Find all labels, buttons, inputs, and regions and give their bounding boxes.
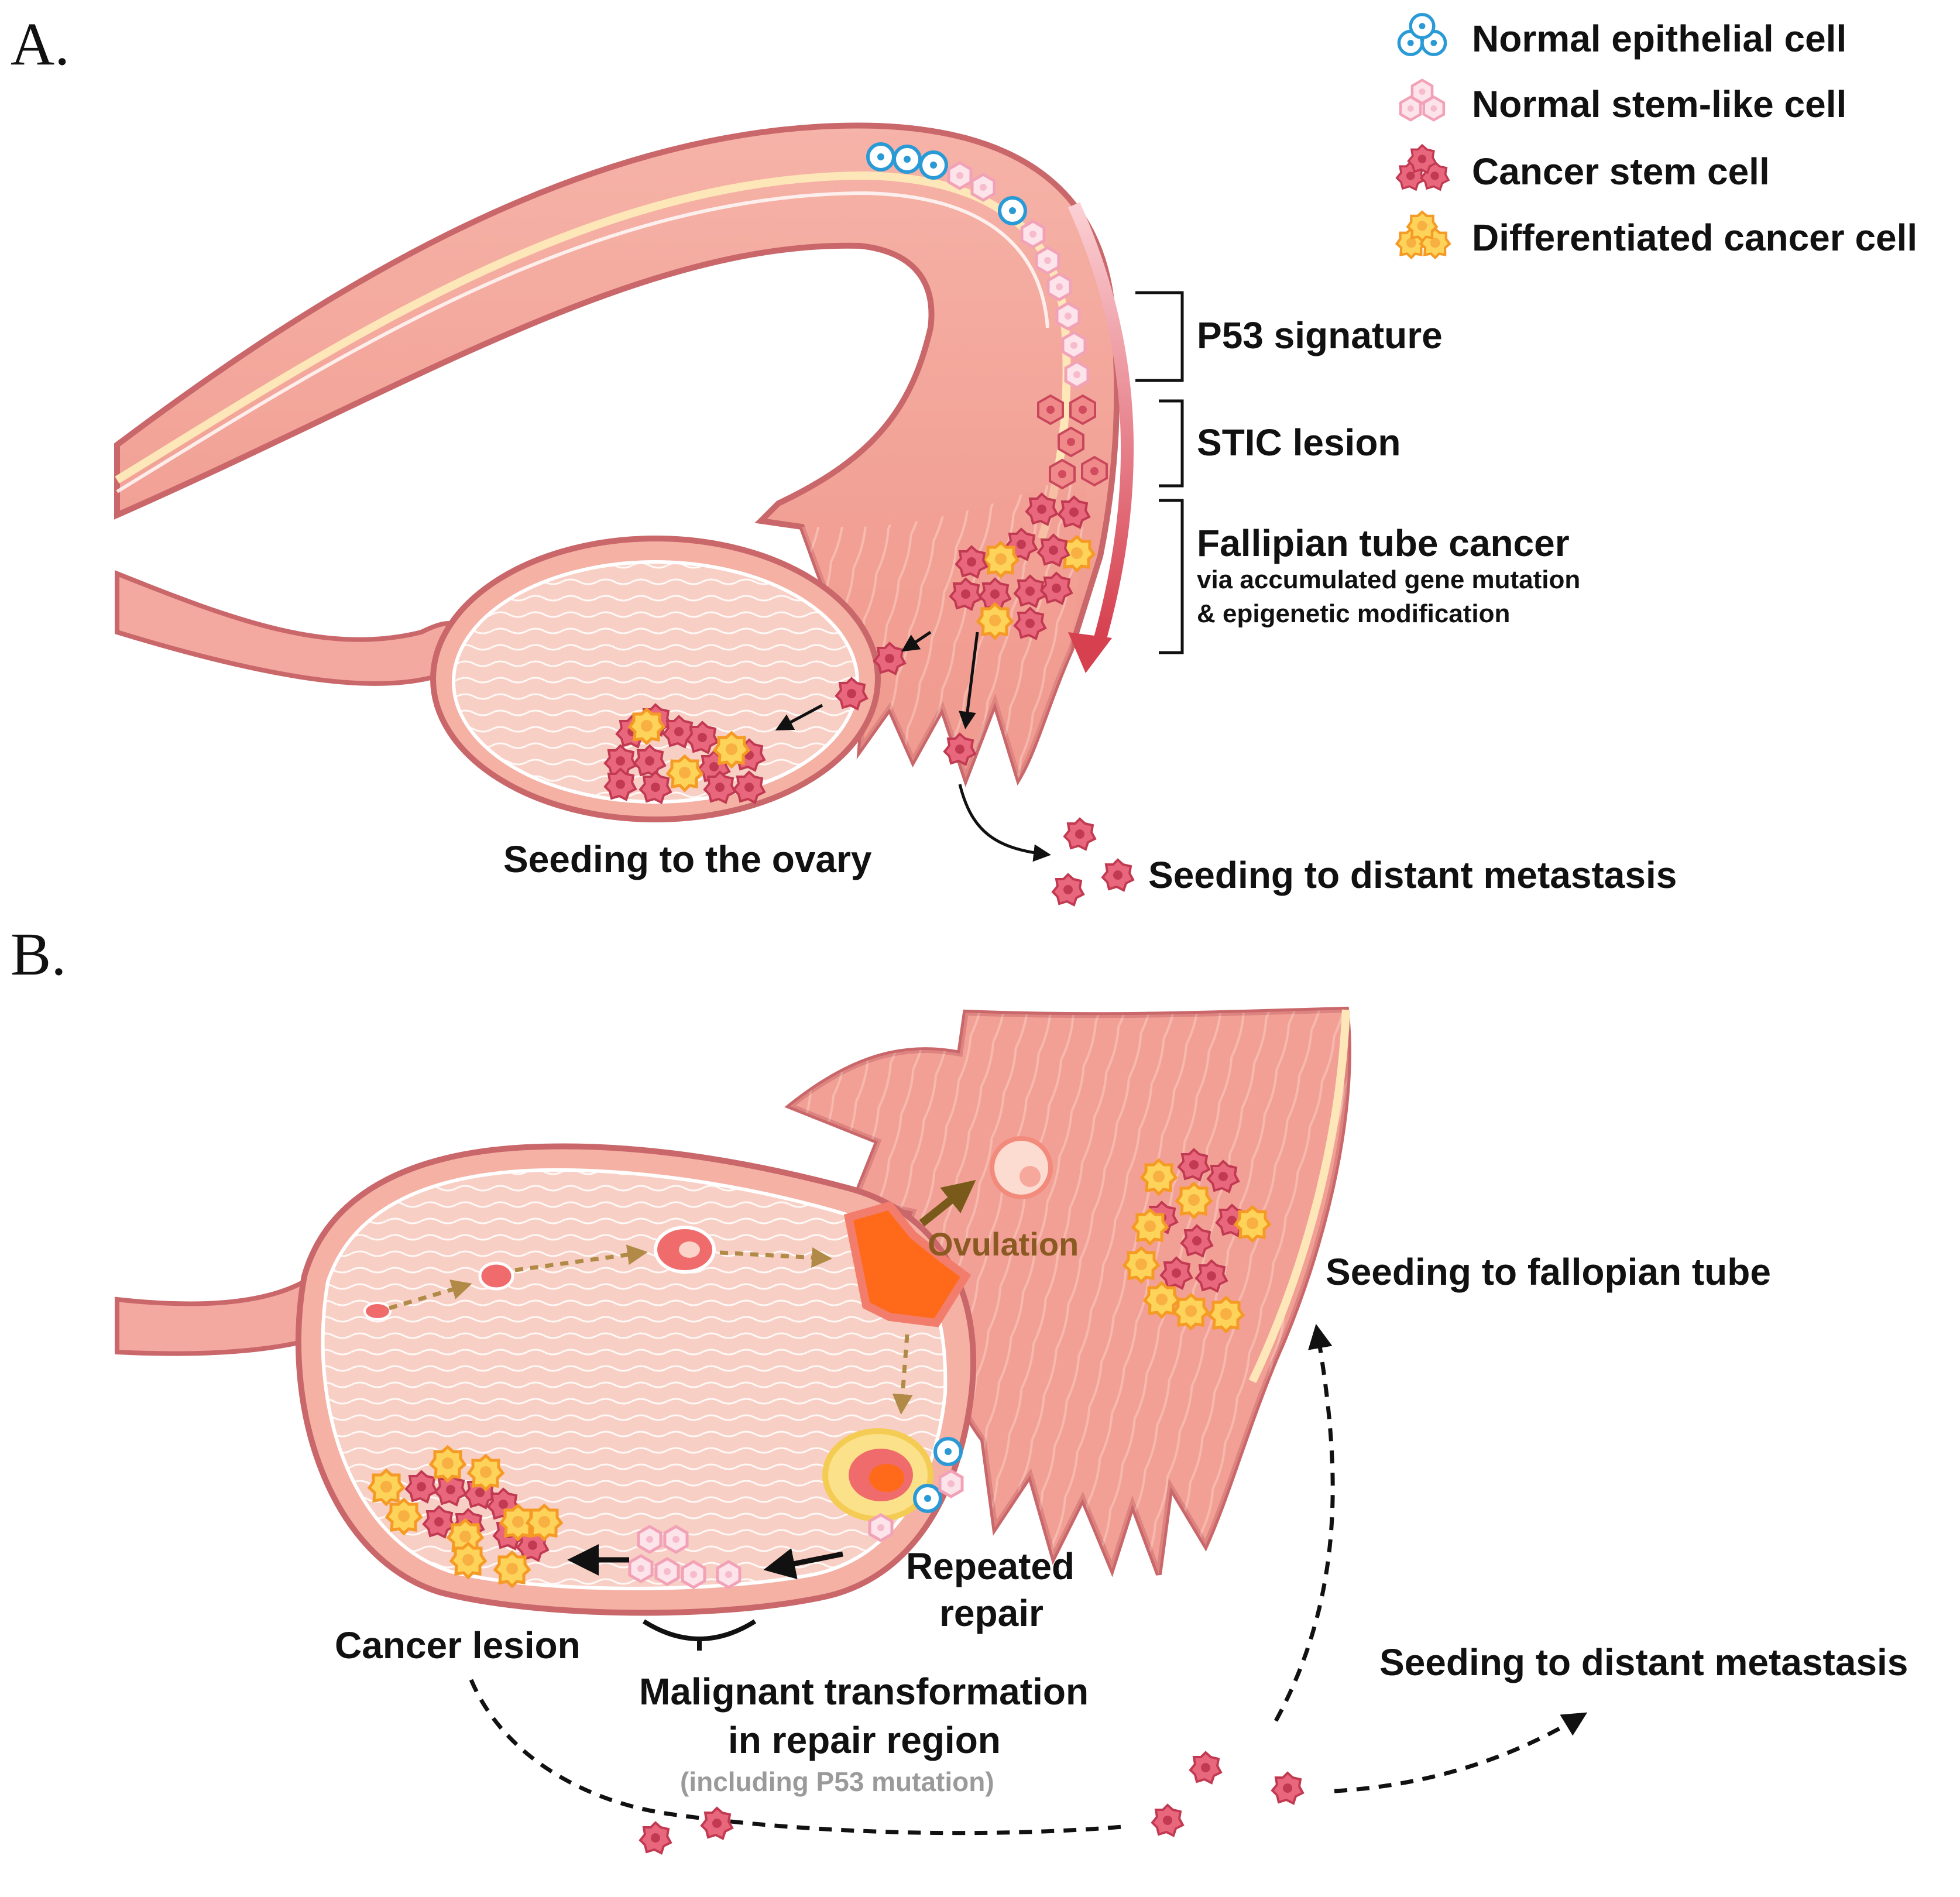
tube-inner-line [116, 191, 1049, 493]
label-stic-lesion: STIC lesion [1197, 421, 1401, 464]
panel-a-illustration [114, 122, 1184, 906]
label-fallopian-cancer: Fallipian tube cancer [1197, 522, 1570, 564]
ovarian-ligament-a [115, 570, 465, 686]
label-malignant-3: (including P53 mutation) [680, 1766, 994, 1797]
label-malignant-2: in repair region [728, 1719, 1001, 1761]
follicle-sequence [363, 1136, 1053, 1415]
label-cancer-lesion: Cancer lesion [335, 1624, 581, 1666]
migration-cells-a [775, 630, 1051, 862]
cancer-stem-cell-icon [1396, 144, 1450, 191]
label-ovulation: Ovulation [928, 1226, 1079, 1263]
legend-label-stem-like: Normal stem-like cell [1472, 83, 1846, 125]
distant-cells-a [1052, 818, 1134, 906]
legend: Normal epithelial cell Normal stem-like … [1396, 15, 1917, 259]
legend-label-epithelial: Normal epithelial cell [1472, 18, 1846, 60]
fimbria-b-edge [1248, 1009, 1350, 1383]
repair-region [822, 1428, 962, 1541]
progression-arrow [1067, 202, 1134, 640]
bracket-fallopian-cancer [1159, 499, 1184, 654]
label-repeated-repair-1: Repeated [906, 1545, 1075, 1587]
label-seeding-distant-b: Seeding to distant metastasis [1379, 1641, 1908, 1683]
differentiated-cancer-cell-icon [1397, 212, 1450, 258]
fimbria-b-texture [790, 1010, 1348, 1574]
bracket-stic [1159, 399, 1184, 488]
label-repeated-repair-2: repair [939, 1592, 1043, 1634]
transformation-cells [567, 1526, 843, 1587]
label-malignant-1: Malignant transformation [639, 1670, 1089, 1713]
ovary-a-stroma [452, 560, 859, 804]
label-seeding-ovary: Seeding to the ovary [503, 838, 872, 880]
panel-b-illustration [115, 1006, 1588, 1854]
bracket-p53 [1135, 291, 1184, 382]
progression-arrow-head [1068, 632, 1112, 673]
seeding-paths-b [469, 1323, 1588, 1854]
label-seeding-distant-a: Seeding to distant metastasis [1148, 854, 1677, 896]
tube-lumen-stripe [115, 171, 1071, 540]
transformation-brace [642, 1619, 757, 1651]
legend-label-cancer-stem: Cancer stem cell [1472, 150, 1770, 193]
normal-stem-like-cell-icon [1401, 80, 1444, 120]
label-fallopian-cancer-line1: via accumulated gene mutation [1197, 565, 1580, 594]
label-seeding-fallopian: Seeding to fallopian tube [1326, 1251, 1771, 1293]
panel-a-letter: A. [11, 11, 70, 78]
label-p53-signature: P53 signature [1197, 314, 1443, 356]
label-fallopian-cancer-line2: & epigenetic modification [1197, 599, 1510, 628]
panel-b-letter: B. [11, 921, 66, 988]
ovulation-rupture [843, 1200, 972, 1327]
legend-label-differentiated: Differentiated cancer cell [1472, 217, 1917, 259]
normal-epithelial-cell-icon [1399, 15, 1445, 54]
